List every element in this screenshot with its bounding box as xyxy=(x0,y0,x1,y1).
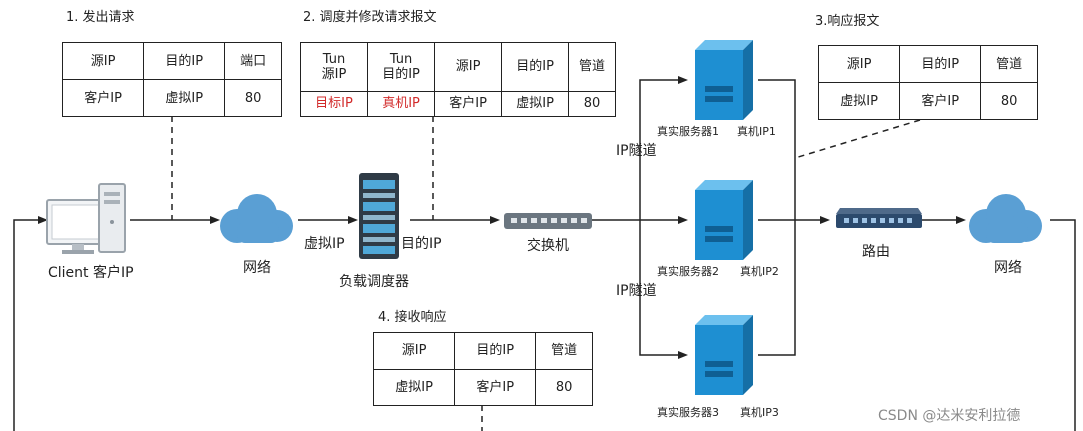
header-label: 源IP xyxy=(321,66,347,82)
router-icon xyxy=(836,208,922,228)
header-label: 目的IP xyxy=(382,66,420,82)
table-cell: 80 xyxy=(224,79,282,117)
table-cell: 源IP xyxy=(817,45,901,83)
callout-step3 xyxy=(794,119,921,159)
table-cell: 80 xyxy=(535,368,593,406)
table-cell: 虚拟IP xyxy=(372,368,456,406)
watermark: CSDN @达米安利拉德 xyxy=(878,408,1021,424)
table-cell: 虚拟IP xyxy=(501,90,570,118)
network-cloud-icon xyxy=(969,194,1042,243)
router-label: 路由 xyxy=(862,244,890,260)
switch-icon xyxy=(504,213,592,229)
table-cell: 目的IP xyxy=(501,42,570,92)
step4-table: 源IP 目的IP 管道 虚拟IP 客户IP 80 xyxy=(372,332,593,406)
table-cell: 80 xyxy=(568,90,616,118)
link-switch-server1 xyxy=(639,79,678,220)
table-cell: 源IP xyxy=(434,42,503,92)
server-2-name: 真实服务器2 xyxy=(657,265,719,278)
server-2-ip: 真机IP2 xyxy=(740,265,779,278)
table-cell: 客户IP xyxy=(61,79,145,117)
table-cell: 客户IP xyxy=(454,368,537,406)
server-3-name: 真实服务器3 xyxy=(657,406,719,419)
server-3-ip: 真机IP3 xyxy=(740,406,779,419)
tun-label: Tun xyxy=(322,51,346,67)
table-cell-highlight: 目标IP xyxy=(299,90,369,118)
table-row: 目标IP 真机IP 客户IP 虚拟IP 80 xyxy=(299,90,616,118)
table-cell: 端口 xyxy=(224,42,282,80)
table-cell: 客户IP xyxy=(434,90,503,118)
network-cloud-icon xyxy=(220,194,293,243)
network-right-label: 网络 xyxy=(994,260,1022,276)
link-return-client xyxy=(13,219,38,431)
load-balancer-label: 负载调度器 xyxy=(339,274,409,290)
step4-title: 4. 接收响应 xyxy=(378,310,447,325)
step2-title: 2. 调度并修改请求报文 xyxy=(303,10,437,25)
client-label: Client 客户IP xyxy=(48,265,134,281)
table-cell-highlight: 真机IP xyxy=(367,90,436,118)
table-cell: 目的IP xyxy=(454,332,537,370)
table-cell: 目的IP xyxy=(899,45,982,83)
table-row: 虚拟IP 客户IP 80 xyxy=(817,82,1038,120)
tunnel-label-2: IP隧道 xyxy=(616,283,657,299)
table-cell: 管道 xyxy=(535,332,593,370)
server-3-icon xyxy=(695,315,753,395)
table-header-row: 源IP 目的IP 管道 xyxy=(372,332,593,370)
table-row: 虚拟IP 客户IP 80 xyxy=(372,368,593,406)
table-row: 客户IP 虚拟IP 80 xyxy=(61,79,282,117)
table-cell: 虚拟IP xyxy=(143,79,226,117)
table-cell: 虚拟IP xyxy=(817,82,901,120)
step1-title: 1. 发出请求 xyxy=(66,10,135,25)
step3-table: 源IP 目的IP 管道 虚拟IP 客户IP 80 xyxy=(817,45,1038,120)
server-1-icon xyxy=(695,40,753,120)
link-servers-bus xyxy=(758,79,796,356)
table-cell: 目的IP xyxy=(143,42,226,80)
lb-in-label: 虚拟IP xyxy=(304,236,345,252)
network-left-label: 网络 xyxy=(243,260,271,276)
table-header-row: 源IP 目的IP 管道 xyxy=(817,45,1038,83)
server-1-ip: 真机IP1 xyxy=(737,125,776,138)
tunnel-label-1: IP隧道 xyxy=(616,143,657,159)
lb-out-label: 目的IP xyxy=(401,236,442,252)
load-balancer-icon xyxy=(359,173,399,259)
switch-label: 交换机 xyxy=(527,238,569,254)
table-cell: 管道 xyxy=(980,45,1038,83)
tun-label: Tun xyxy=(389,51,413,67)
server-1-name: 真实服务器1 xyxy=(657,125,719,138)
step3-title: 3.响应报文 xyxy=(815,14,880,29)
table-cell: 80 xyxy=(980,82,1038,120)
table-header-row: 源IP 目的IP 端口 xyxy=(61,42,282,80)
table-cell: 管道 xyxy=(568,42,616,92)
table-cell: 源IP xyxy=(61,42,145,80)
client-computer-icon xyxy=(46,183,126,254)
link-return-path xyxy=(1050,219,1076,431)
server-2-icon xyxy=(695,180,753,260)
link-switch-server3 xyxy=(639,220,678,356)
step1-table: 源IP 目的IP 端口 客户IP 虚拟IP 80 xyxy=(61,42,282,117)
table-cell: 客户IP xyxy=(899,82,982,120)
table-cell: 源IP xyxy=(372,332,456,370)
